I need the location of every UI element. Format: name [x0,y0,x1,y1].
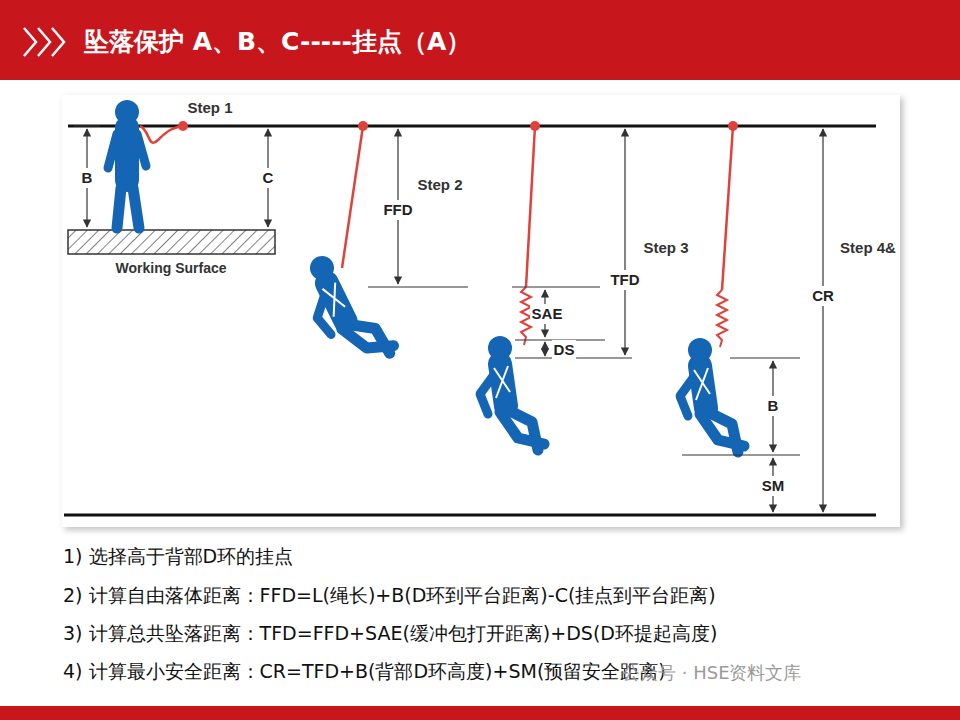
dimension-label: DS [552,340,577,360]
dimension-cr [822,129,823,512]
anchor-points [178,121,738,131]
standing-worker [108,100,183,228]
anchor-line [68,125,876,128]
falling-worker [299,243,395,371]
dimension-label: TFD [608,270,641,290]
ground-line [64,514,876,517]
note-line: 4) 计算最小安全距离：CR=TFD+B(背部D环高度)+SM(预留安全距离) [63,659,666,683]
dimension-label: CR [810,286,836,306]
arrested-worker [480,336,544,450]
dimension-label: SAE [530,304,565,324]
dimension-label: SM [760,476,787,496]
step-label: Step 2 [415,175,464,195]
step-label: Step 3 [641,238,690,258]
surface-label: Working Surface [116,260,227,277]
diagram-frame [62,95,900,527]
chevrons [24,28,64,56]
footer-bar [0,706,960,720]
dimension-tfd [624,129,625,355]
step-label: Step 4& [838,238,898,258]
dimension-label: B [80,168,95,188]
note-line: 3) 计算总共坠落距离：TFD=FFD+SAE(缓冲包打开距离)+DS(D环提起… [63,621,717,645]
step-label: Step 1 [185,98,234,118]
working-surface [68,230,275,254]
dimension-label: C [261,168,276,188]
slide-title: 坠落保护 A、B、C-----挂点（A） [84,27,471,57]
watermark: 公众号 · HSE资料文库 [622,662,802,684]
arrested-worker [680,338,744,452]
dimension-label: FFD [381,200,414,220]
note-line: 1) 选择高于背部D环的挂点 [63,544,293,568]
dimension-label: B [766,396,781,416]
header-bar [0,0,960,80]
note-line: 2) 计算自由落体距离：FFD=L(绳长)+B(D环到平台距离)-C(挂点到平台… [63,583,716,607]
lanyard [342,126,363,268]
